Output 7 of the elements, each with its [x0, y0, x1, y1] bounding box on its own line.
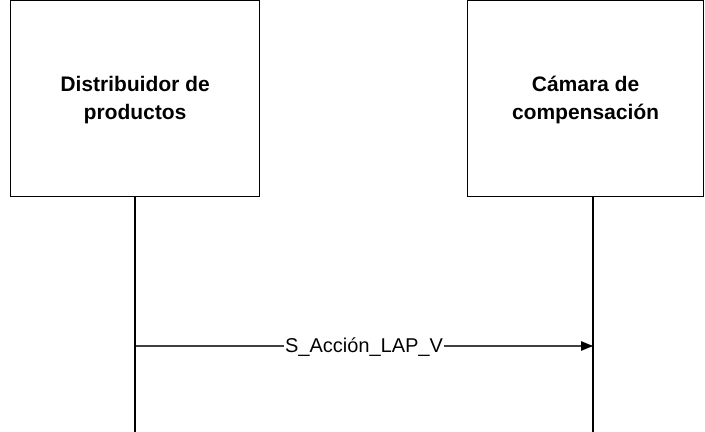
lifeline — [134, 197, 136, 432]
participant-box — [10, 0, 260, 197]
participant-name: Distribuidor de productos — [59, 72, 211, 126]
lifeline — [592, 197, 594, 432]
participant-box — [467, 0, 704, 197]
message-label: S_Acción_LAP_V — [284, 334, 444, 358]
participant-name: Cámara de compensación — [510, 72, 660, 126]
